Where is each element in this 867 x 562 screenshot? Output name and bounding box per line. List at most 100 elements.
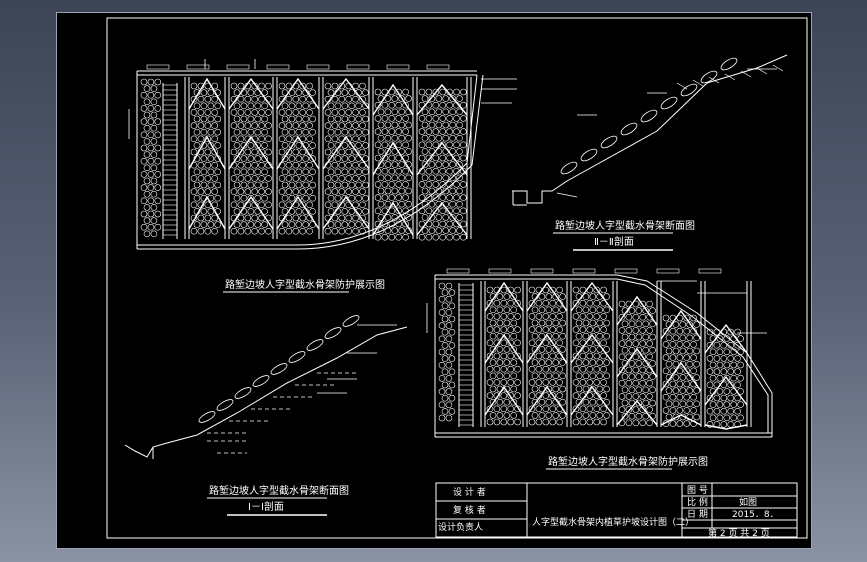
grass-symbol xyxy=(331,82,339,90)
grass-symbol xyxy=(600,286,607,294)
grass-symbol xyxy=(355,155,362,162)
grass-symbol xyxy=(425,194,433,201)
grass-symbol xyxy=(306,109,313,116)
grass-symbol xyxy=(679,387,687,394)
grass-symbol xyxy=(309,89,316,96)
grass-symbol xyxy=(251,227,258,235)
grass-symbol xyxy=(686,374,694,381)
grass-symbol xyxy=(549,299,557,307)
grass-symbol xyxy=(432,101,440,109)
grass-symbol xyxy=(456,200,463,208)
grass-symbol xyxy=(737,348,744,356)
grass-symbol xyxy=(348,102,356,110)
grass-symbol xyxy=(669,367,677,375)
grass-symbol xyxy=(147,78,155,86)
grass-symbol xyxy=(150,177,158,185)
grass-symbol xyxy=(446,181,453,188)
grass-symbol xyxy=(503,332,511,340)
grass-symbol xyxy=(460,181,467,188)
grass-symbol xyxy=(438,414,446,422)
grass-symbol xyxy=(453,115,460,122)
grass-symbol xyxy=(281,221,289,228)
grass-symbol xyxy=(706,341,714,349)
grass-symbol xyxy=(278,82,286,90)
grass-symbol xyxy=(247,155,255,162)
grass-symbol xyxy=(460,233,467,241)
grass-symbol xyxy=(254,181,261,189)
grass-symbol xyxy=(381,128,389,135)
grass-symbol xyxy=(292,227,300,235)
grass-symbol xyxy=(230,227,238,235)
grass-symbol xyxy=(244,214,252,222)
dimension-tag xyxy=(446,268,470,274)
grass-symbol xyxy=(538,319,546,327)
grass-symbol xyxy=(388,141,396,149)
grass-symbol xyxy=(306,135,313,143)
grass-symbol xyxy=(327,194,335,202)
grass-symbol xyxy=(258,109,265,116)
grass-symbol xyxy=(233,115,241,123)
grass-symbol xyxy=(352,161,359,169)
grass-symbol xyxy=(147,157,155,165)
grass-symbol xyxy=(600,326,607,333)
grass-symbol xyxy=(345,122,353,129)
grass-symbol xyxy=(214,102,221,110)
grass-symbol xyxy=(552,359,560,366)
grass-symbol xyxy=(193,142,201,149)
cad-polyline xyxy=(322,77,370,110)
grass-symbol xyxy=(542,379,550,386)
grass-symbol xyxy=(676,420,684,427)
grass-symbol xyxy=(428,214,436,221)
grass-symbol xyxy=(377,161,385,168)
grass-symbol xyxy=(288,181,296,189)
grass-symbol xyxy=(456,227,463,234)
top-section-drawing xyxy=(512,54,788,206)
grass-symbol xyxy=(720,381,728,389)
grass-symbol xyxy=(445,322,453,329)
grass-symbol xyxy=(362,181,369,189)
grass-symbol xyxy=(302,115,309,123)
grass-symbol xyxy=(449,95,456,102)
grass-symbol xyxy=(662,420,670,427)
grass-symbol xyxy=(258,227,265,235)
grass-symbol xyxy=(299,82,306,90)
grass-symbol xyxy=(589,346,597,353)
grass-symbol xyxy=(449,161,456,168)
grass-symbol xyxy=(456,214,463,221)
grass-symbol xyxy=(425,220,433,228)
grass-symbol xyxy=(247,89,255,96)
dimension-tag xyxy=(698,268,722,274)
grass-symbol xyxy=(535,299,543,307)
grass-symbol xyxy=(402,115,409,122)
grass-symbol xyxy=(575,332,583,340)
grass-symbol xyxy=(625,300,633,308)
grass-symbol xyxy=(309,181,316,189)
grass-symbol xyxy=(639,419,647,427)
grass-symbol xyxy=(352,135,359,143)
grass-symbol xyxy=(398,148,406,155)
grass-symbol xyxy=(716,335,724,342)
grass-symbol xyxy=(531,332,539,340)
grass-symbol xyxy=(445,414,453,422)
grass-symbol xyxy=(723,388,731,395)
grass-symbol xyxy=(377,200,385,208)
grass-symbol xyxy=(528,339,536,347)
grass-symbol xyxy=(295,89,303,96)
grass-symbol xyxy=(327,102,335,110)
grass-symbol xyxy=(200,194,208,202)
grass-symbol xyxy=(338,135,346,143)
grass-symbol xyxy=(503,359,511,366)
grass-symbol xyxy=(402,181,409,188)
grass-symbol xyxy=(460,207,467,215)
grass-symbol xyxy=(200,102,208,110)
grass-symbol xyxy=(572,379,580,386)
grass-symbol xyxy=(625,393,633,400)
grass-symbol xyxy=(460,194,467,201)
grass-symbol xyxy=(240,128,248,136)
grass-symbol xyxy=(285,161,293,169)
grass-symbol xyxy=(603,346,610,353)
grass-symbol xyxy=(244,161,252,169)
grass-symbol xyxy=(247,102,255,110)
grass-symbol xyxy=(503,346,511,353)
grass-symbol xyxy=(425,181,433,188)
